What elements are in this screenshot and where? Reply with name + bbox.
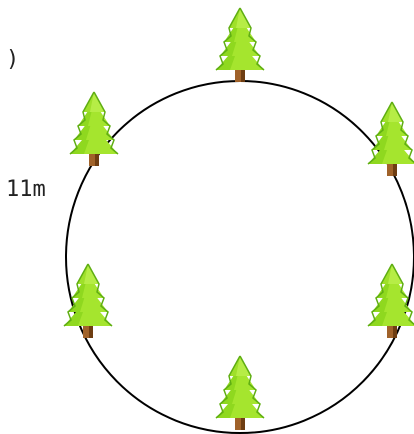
paren-label: ) — [6, 47, 19, 72]
distance-label: 11m — [6, 177, 46, 202]
tree-bottom-icon — [215, 355, 265, 431]
tree-top-icon — [215, 7, 265, 83]
tree-upper-left-icon — [69, 91, 119, 167]
tree-upper-right-icon — [367, 101, 414, 177]
tree-lower-right-icon — [367, 263, 414, 339]
